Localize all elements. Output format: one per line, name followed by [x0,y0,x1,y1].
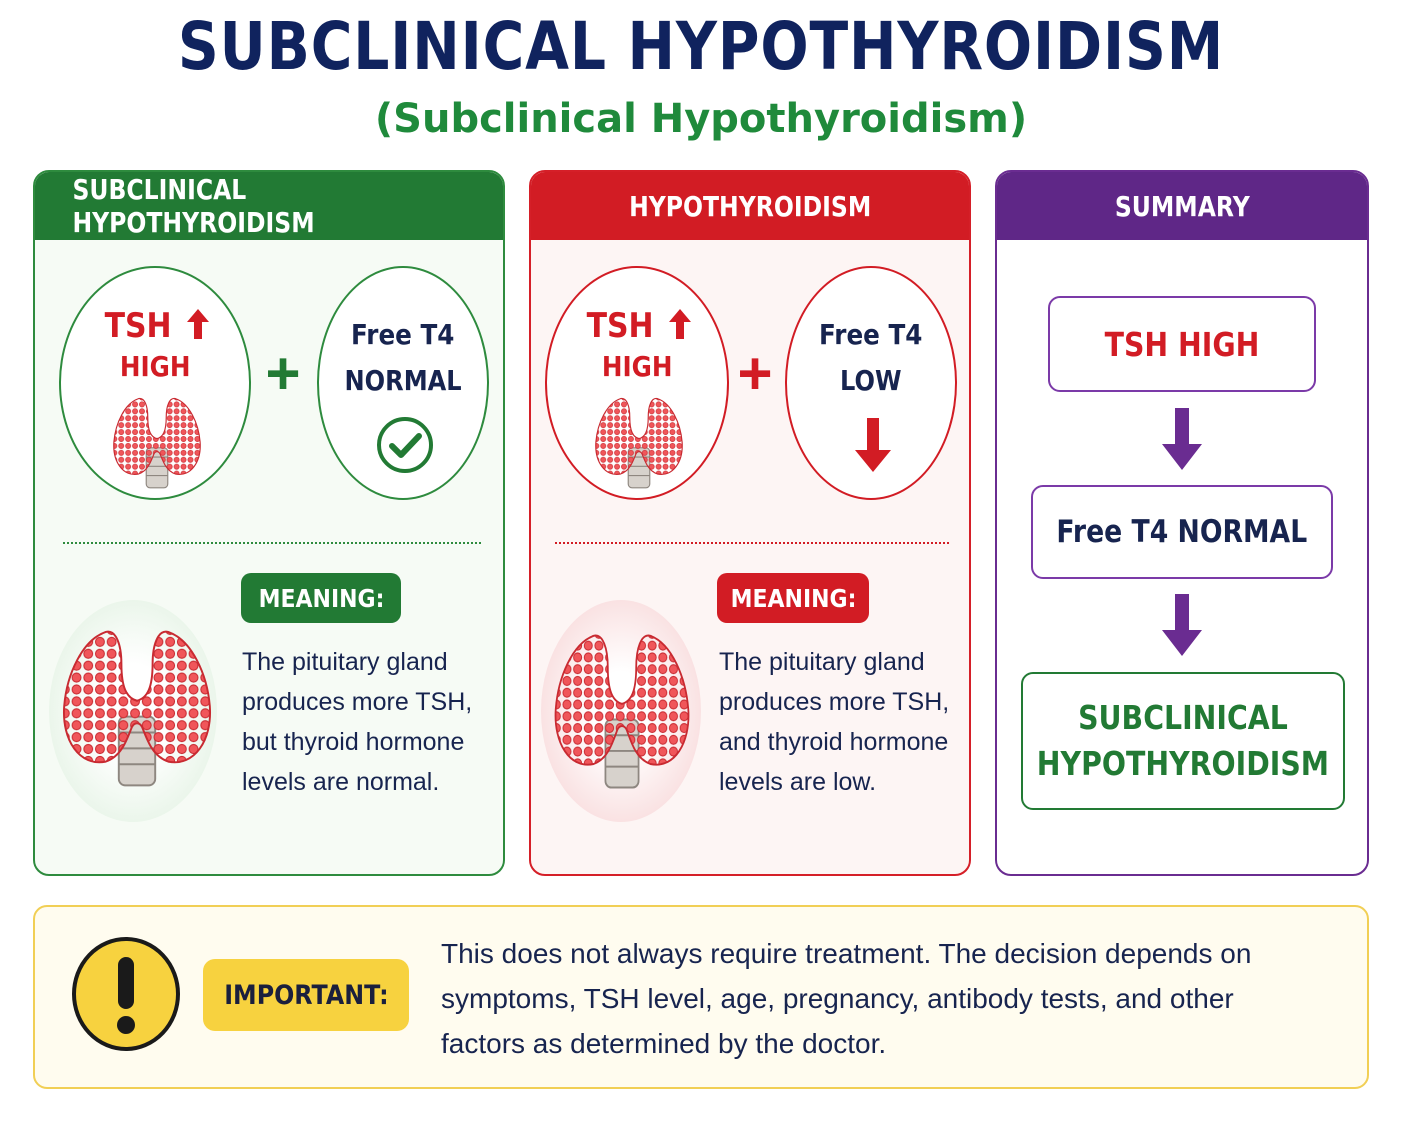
arrow-down-icon [1162,408,1202,470]
page-title: SUBCLINICAL HYPOTHYROIDISM [177,8,1225,85]
meaning-badge: MEANING: [241,573,401,623]
important-text: This does not always require treatment. … [441,938,1252,1059]
summary-step-result: SUBCLINICAL HYPOTHYROIDISM [1021,672,1345,810]
hypothyroidism-panel: HYPOTHYROIDISM TSH HIGH + Free T4 LOW ME… [529,170,971,876]
tsh-oval: TSH HIGH [545,266,729,500]
summary-panel: SUMMARY TSH HIGH Free T4 NORMAL SUBCLINI… [995,170,1369,876]
free-t4-label: Free T4 [351,318,455,351]
thyroid-icon [107,394,207,494]
free-t4-state: NORMAL [344,364,462,397]
summary-step-tsh-high: TSH HIGH [1048,296,1316,392]
separator [63,542,481,544]
subclinical-panel: SUBCLINICAL HYPOTHYROIDISM TSH HIGH + Fr… [33,170,505,876]
plus-icon: + [265,340,301,407]
free-t4-label: Free T4 [819,318,923,351]
tsh-oval: TSH HIGH [59,266,251,500]
summary-step-free-t4: Free T4 NORMAL [1031,485,1333,579]
tsh-label: TSH [104,306,172,346]
meaning-text: The pituitary gland produces more TSH, b… [242,648,473,796]
page-subtitle: (Subclinical Hypothyroidism) [374,96,1028,142]
important-banner: IMPORTANT: This does not always require … [33,905,1369,1089]
arrow-down-icon [855,418,891,472]
arrow-up-icon [668,309,691,339]
free-t4-state: LOW [840,364,902,397]
thyroid-icon [589,394,689,494]
free-t4-oval: Free T4 LOW [785,266,957,500]
check-icon [377,417,433,473]
important-badge: IMPORTANT: [203,959,409,1031]
meaning-text: The pituitary gland produces more TSH, a… [719,648,950,796]
summary-panel-header: SUMMARY [997,172,1367,240]
thyroid-illustration [59,624,215,796]
tsh-state: HIGH [119,350,191,383]
meaning-badge: MEANING: [717,573,869,623]
separator [555,542,949,544]
thyroid-illustration [551,628,693,798]
free-t4-oval: Free T4 NORMAL [317,266,489,500]
tsh-label: TSH [586,306,654,346]
plus-icon: + [737,340,773,407]
arrow-down-icon [1162,594,1202,656]
subclinical-panel-header: SUBCLINICAL HYPOTHYROIDISM [35,172,503,240]
exclamation-icon [72,937,180,1051]
hypothyroidism-panel-header: HYPOTHYROIDISM [531,172,969,240]
tsh-state: HIGH [601,350,673,383]
arrow-up-icon [186,309,209,339]
